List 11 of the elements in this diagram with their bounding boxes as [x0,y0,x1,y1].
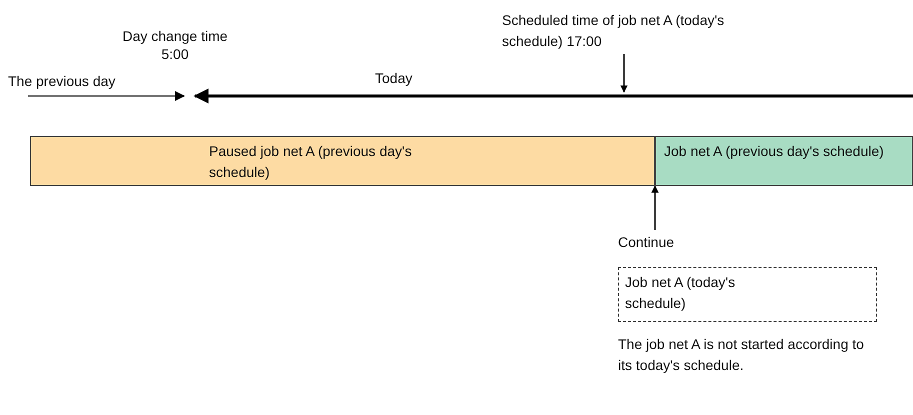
period-label: Today [375,69,414,88]
time-label: Day change time 5:00 [121,27,229,63]
period-label: The previous day [8,72,116,91]
arrow [651,185,659,230]
schedule-box: Job net A (today's schedule) [618,267,877,322]
annotation-text: Continue [618,232,698,253]
job-bar: Job net A (previous day's schedule) [655,136,913,186]
annotation-text: Scheduled time of job net A (today's schedule) 17:00 [502,10,737,52]
arrow [620,54,628,93]
paused-job-bar: Paused job net A (previous day's schedule) [30,136,655,186]
note-text: The job net A is not started according to its today's schedule. [618,335,865,375]
